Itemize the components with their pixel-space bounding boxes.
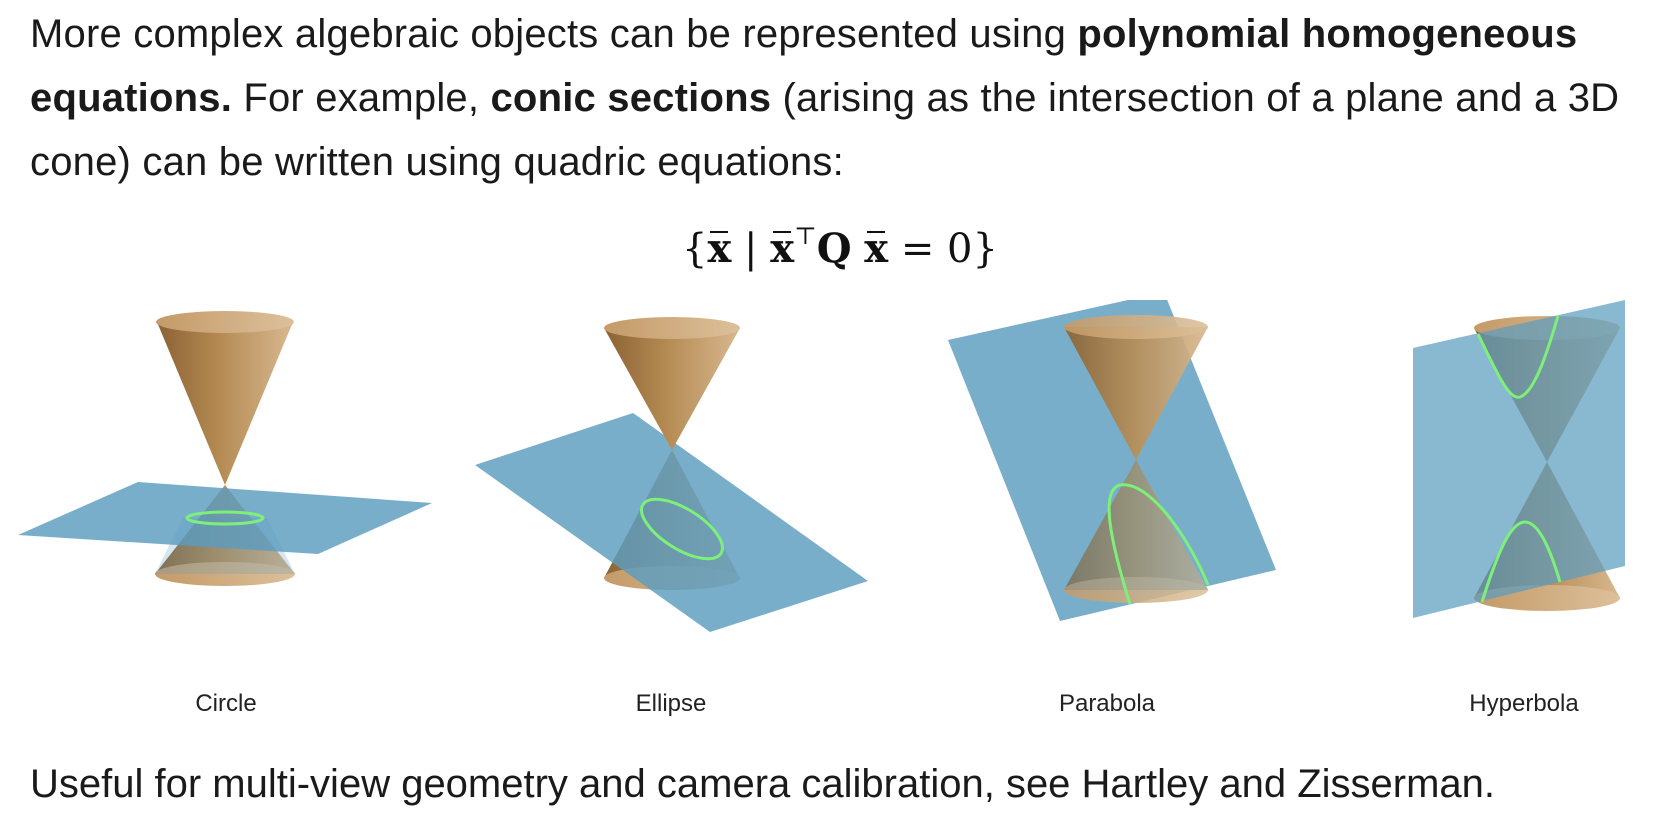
parabola-plane-overlay <box>1064 460 1208 590</box>
intro-bold-conic: conic sections <box>490 76 772 120</box>
ellipse-illustration <box>475 317 868 632</box>
formula-open-brace: { <box>682 226 708 272</box>
formula-equals-zero: = 0 <box>900 226 973 272</box>
caption-parabola: Parabola <box>1058 690 1156 717</box>
intro-bold-polynomial: polynomial homogeneous equations. <box>30 12 1578 120</box>
parabola-upper-cone <box>1064 327 1208 460</box>
parabola-lower-cap <box>1064 577 1208 603</box>
intro-text-1: More complex algebraic objects can be re… <box>30 12 1078 56</box>
hyperbola-illustration <box>1413 300 1625 618</box>
circle-curve <box>185 510 265 526</box>
formula-such-that: | <box>744 226 758 272</box>
caption-hyperbola: Hyperbola <box>1469 690 1579 717</box>
formula-x-bar-2: x <box>770 225 795 272</box>
formula-transpose: ⊤ <box>794 222 817 250</box>
hyperbola-curve-bottom <box>1480 520 1562 603</box>
circle-upper-cone <box>157 322 293 485</box>
formula-q-matrix: Q <box>816 225 852 272</box>
quadric-formula: {x | x⊤Q x = 0} <box>0 222 1680 272</box>
ellipse-curve <box>640 497 724 561</box>
intro-paragraph: More complex algebraic objects can be re… <box>30 2 1650 194</box>
footer-text: Useful for multi-view geometry and camer… <box>30 762 1496 806</box>
circle-upper-cap <box>156 311 294 333</box>
caption-ellipse: Ellipse <box>635 690 707 717</box>
ellipse-upper-cone <box>604 328 740 450</box>
intro-text-2: For example, <box>232 76 491 120</box>
parabola-curve <box>1107 483 1210 605</box>
parabola-illustration <box>948 300 1276 621</box>
caption-circle: Circle <box>195 690 257 717</box>
parabola-lower-cone <box>1064 460 1208 590</box>
formula-x-bar-3: x <box>864 225 889 272</box>
ellipse-upper-cap <box>604 317 740 339</box>
hyperbola-curve-top <box>1476 315 1560 399</box>
parabola-upper-cap <box>1064 315 1208 339</box>
conic-sections-figure <box>18 300 1625 632</box>
intro-text-3: (arising as the intersection of a plane … <box>30 76 1620 184</box>
parabola-plane <box>948 300 1276 621</box>
circle-lower-cap <box>155 562 295 586</box>
formula-x-bar-1: x <box>707 225 732 272</box>
ellipse-plane <box>475 413 868 632</box>
hyperbola-plane <box>1413 300 1625 618</box>
formula-close-brace: } <box>972 226 998 272</box>
circle-plane <box>18 482 432 554</box>
circle-cone-shadow <box>155 518 295 574</box>
circle-illustration <box>18 311 432 586</box>
